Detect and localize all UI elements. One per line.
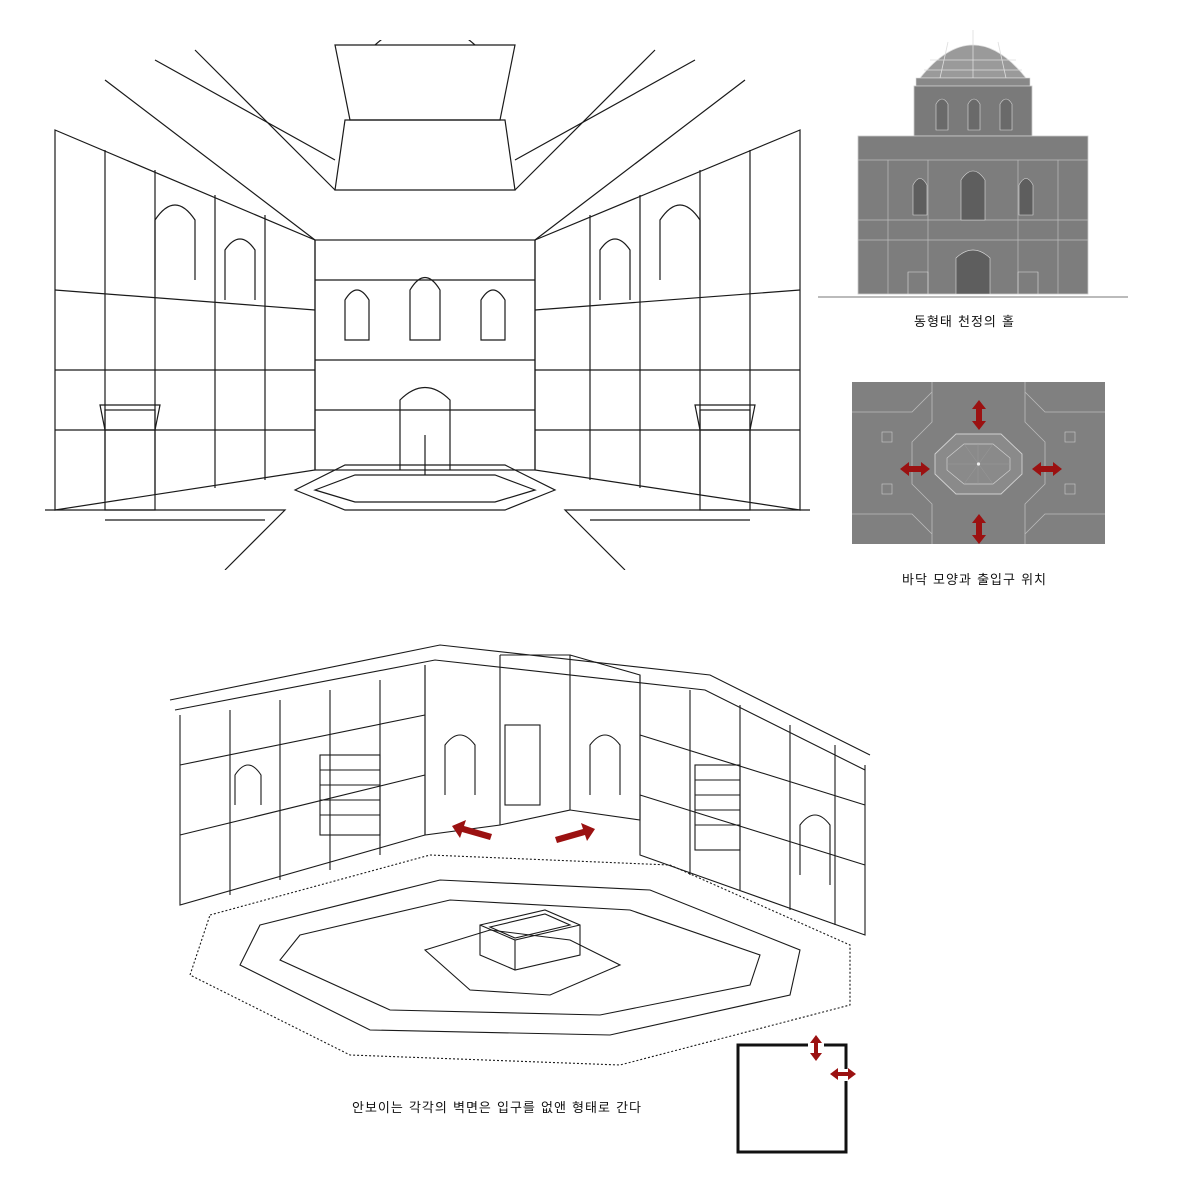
direction-arrow-right-icon — [555, 823, 595, 843]
direction-arrow-left-icon — [452, 820, 492, 840]
wall-diagram-arrow-top-icon — [810, 1035, 822, 1061]
floor-plan-caption: 바닥 모양과 출입구 위치 — [902, 573, 1047, 588]
interior-perspective-sketch — [45, 40, 810, 570]
isometric-room-sketch — [150, 605, 890, 1075]
entrance-arrow-bottom-icon — [972, 514, 986, 544]
wall-note-caption: 안보이는 각각의 벽면은 입구를 없앤 형태로 간다 — [352, 1101, 642, 1116]
elevation-render — [818, 20, 1128, 300]
entrance-arrow-top-icon — [972, 400, 986, 430]
entrance-arrow-left-icon — [900, 462, 930, 476]
wall-diagram — [728, 1035, 863, 1160]
wall-diagram-arrow-right-icon — [830, 1068, 856, 1080]
floor-plan-render — [852, 382, 1105, 544]
elevation-caption: 동형태 천정의 홀 — [914, 315, 1015, 330]
entrance-arrow-right-icon — [1032, 462, 1062, 476]
